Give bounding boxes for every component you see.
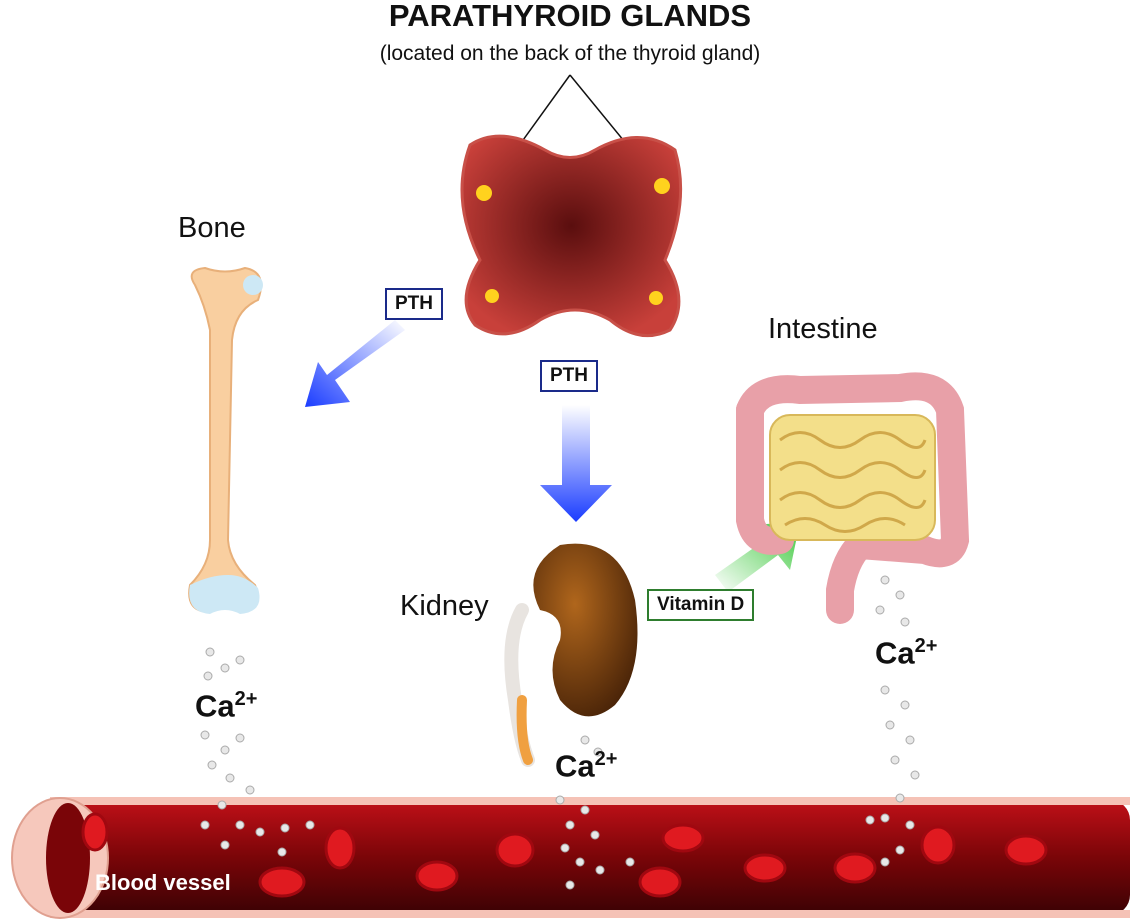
parathyroid-gland-dot	[485, 289, 499, 303]
pth-bone-box: PTH	[385, 288, 443, 320]
parathyroid-gland-dot	[476, 185, 492, 201]
bone-image	[188, 266, 263, 614]
diagram-title: PARATHYROID GLANDS	[388, 0, 752, 33]
kidney-image	[504, 543, 638, 767]
pth-kidney-box: PTH	[540, 360, 598, 392]
calcium-charge: 2+	[234, 688, 258, 710]
parathyroid-gland-dot	[654, 178, 670, 194]
bone-label: Bone	[178, 212, 246, 244]
parathyroid-gland-dot	[649, 291, 663, 305]
kidney-label: Kidney	[400, 590, 489, 622]
pth-arrow-to-bone	[305, 320, 405, 407]
calcium-symbol: Ca	[875, 635, 915, 671]
thyroid-gland-image	[460, 134, 683, 338]
calcium-charge: 2+	[594, 748, 618, 770]
vitamin-d-box: Vitamin D	[647, 589, 755, 621]
blood-vessel-image	[11, 797, 1130, 919]
calcium-charge: 2+	[914, 635, 938, 657]
calcium-label-kidney: Ca2+	[555, 748, 617, 784]
diagram-subtitle: (located on the back of the thyroid glan…	[379, 42, 761, 65]
calcium-symbol: Ca	[555, 748, 595, 784]
calcium-particles	[200, 575, 920, 890]
calcium-label-bone: Ca2+	[195, 688, 257, 724]
intestine-label: Intestine	[768, 313, 878, 345]
intestine-image	[736, 372, 970, 624]
calcium-symbol: Ca	[195, 688, 235, 724]
calcium-label-intestine: Ca2+	[875, 635, 937, 671]
pth-arrow-to-kidney	[540, 405, 612, 522]
blood-vessel-label: Blood vessel	[95, 870, 231, 895]
